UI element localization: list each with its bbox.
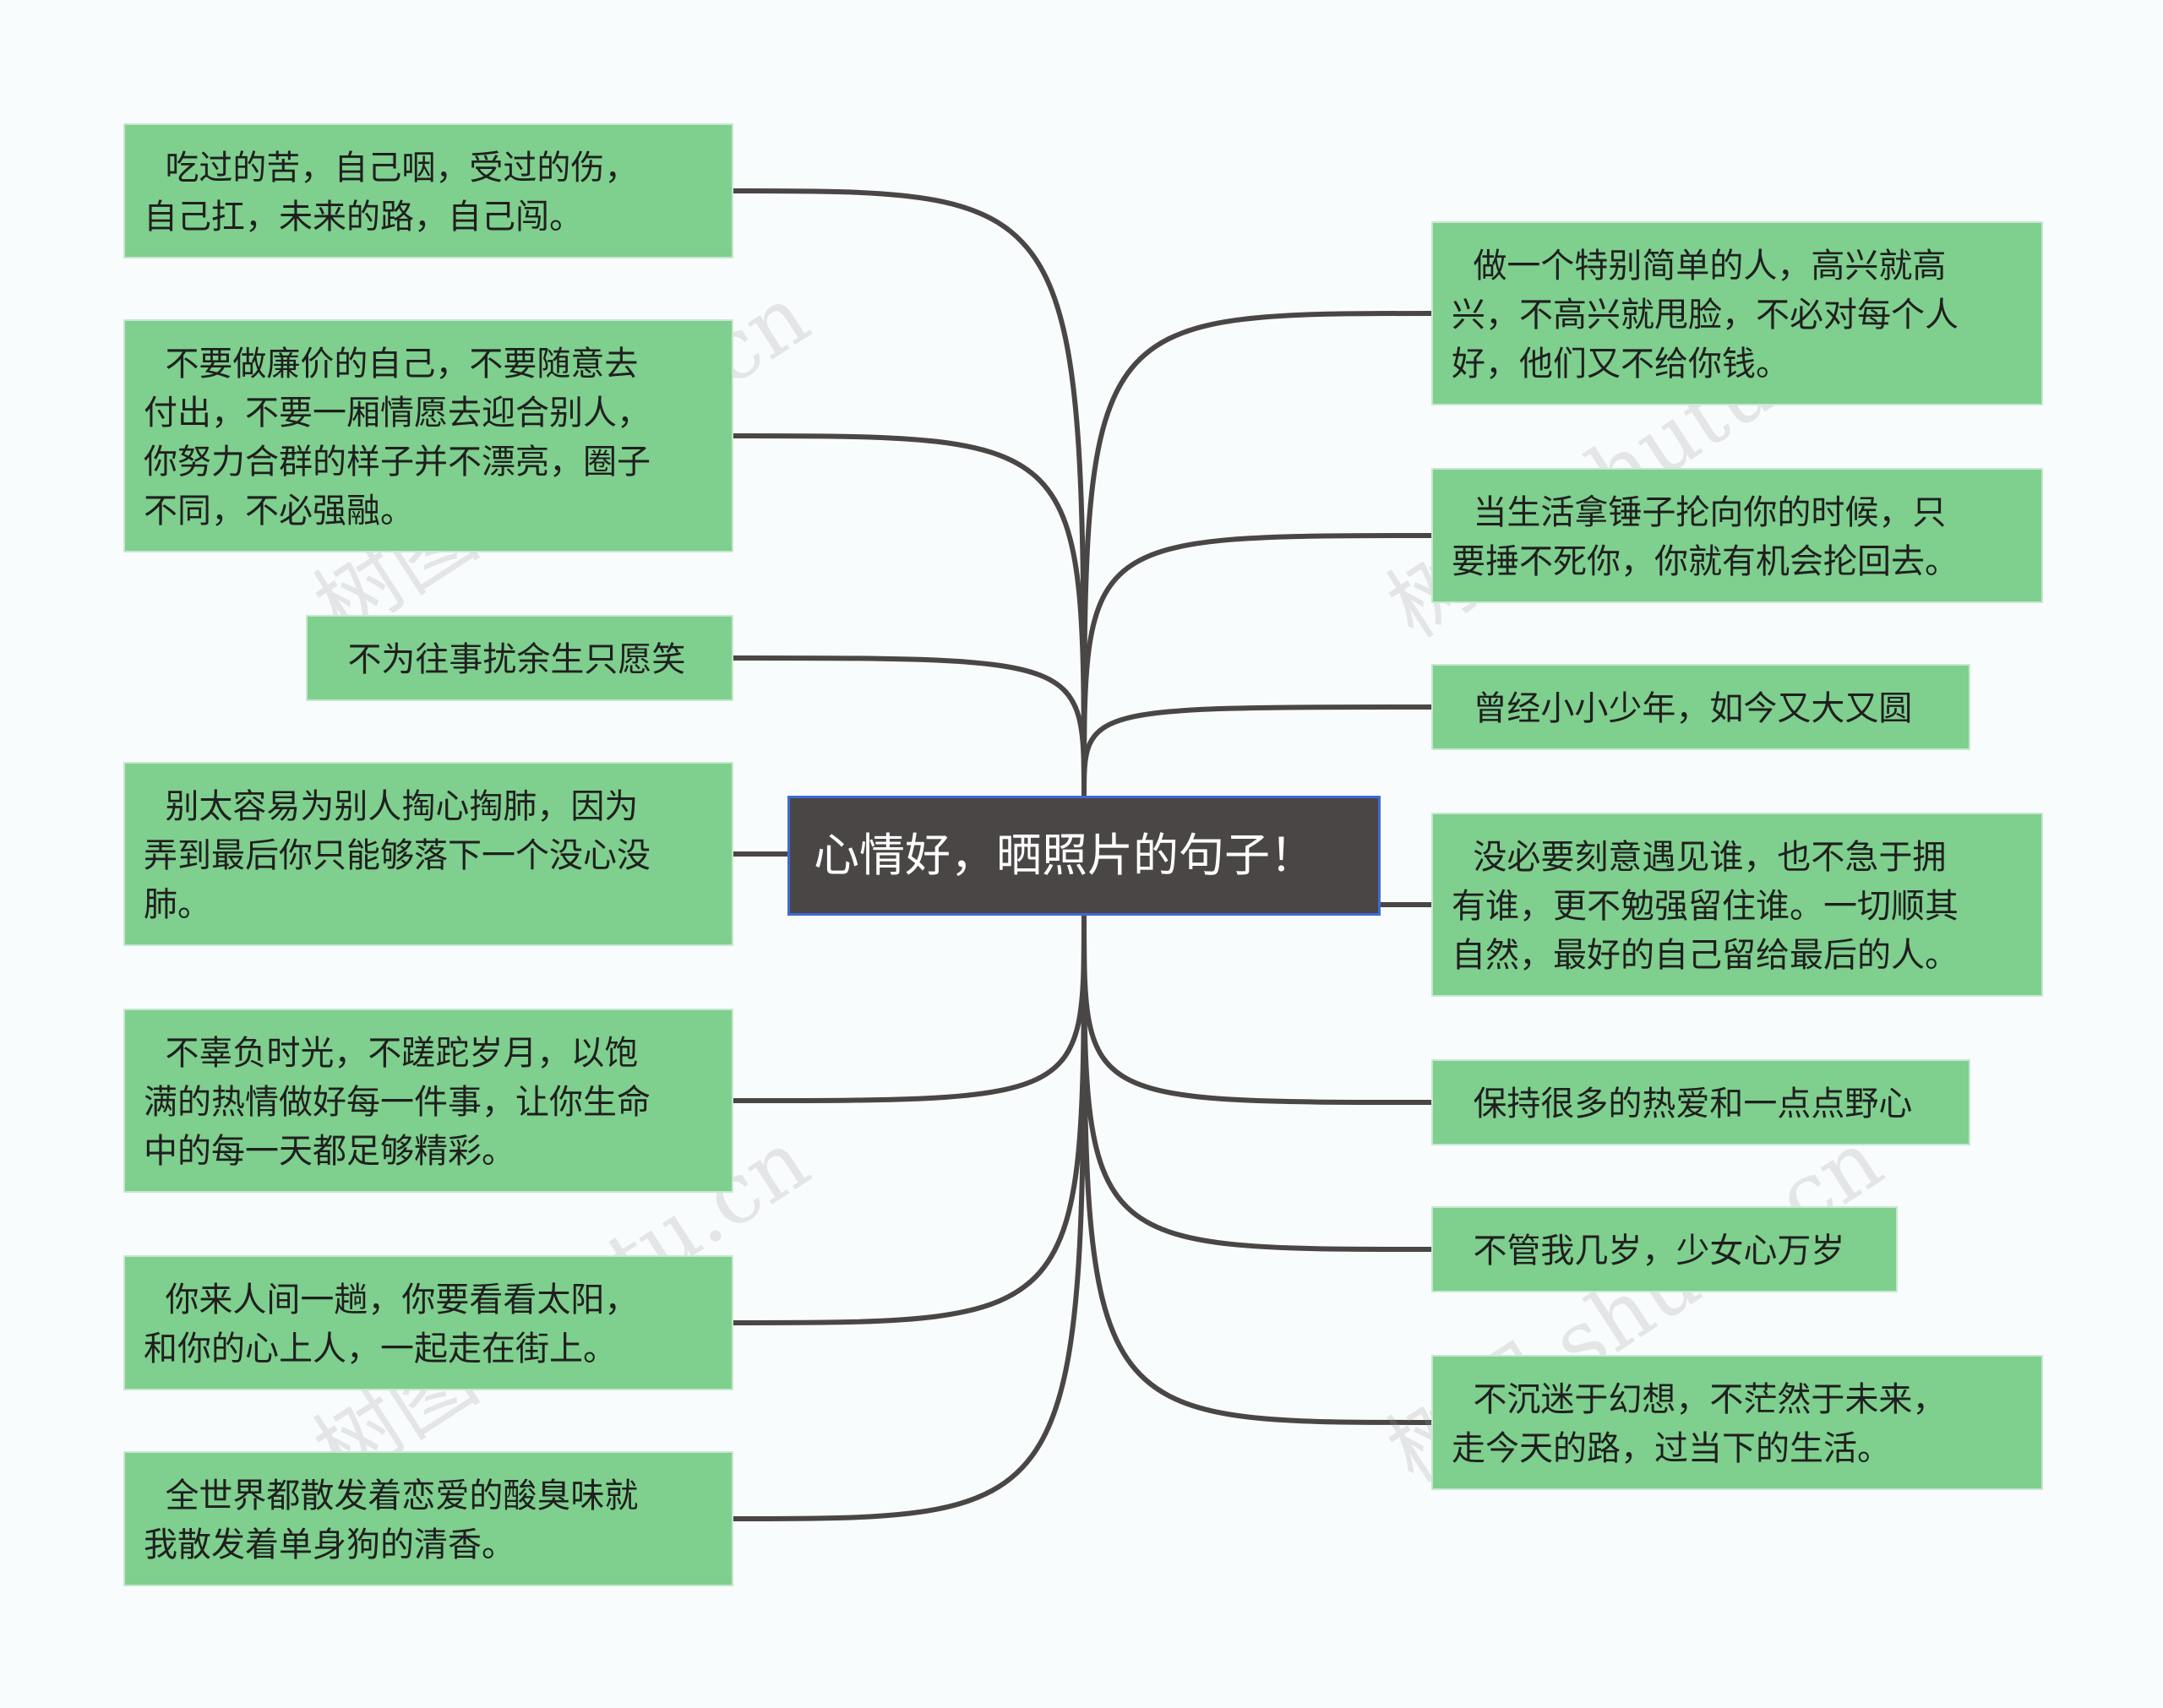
branch-node-left-3[interactable]: 不为往事扰余生只愿笑 <box>306 615 733 701</box>
branch-node-right-2[interactable]: 当生活拿锤子抡向你的时候，只 要捶不死你，你就有机会抡回去。 <box>1431 468 2043 603</box>
branch-node-left-7[interactable]: 全世界都散发着恋爱的酸臭味就 我散发着单身狗的清香。 <box>123 1451 733 1586</box>
connector-left-1 <box>731 188 1087 798</box>
connector-right-1 <box>1082 311 1434 798</box>
branch-node-left-4[interactable]: 别太容易为别人掏心掏肺，因为 弄到最后你只能够落下一个没心没 肺。 <box>123 762 733 946</box>
connector-left-3 <box>731 655 1087 798</box>
connector-right-5 <box>1082 913 1434 1105</box>
connector-left-5 <box>731 913 1087 1103</box>
connector-left-6 <box>731 913 1087 1325</box>
connector-right-2 <box>1082 533 1434 798</box>
branch-node-right-3[interactable]: 曾经小小少年，如今又大又圆 <box>1431 664 1970 750</box>
branch-node-right-4[interactable]: 没必要刻意遇见谁，也不急于拥 有谁，更不勉强留住谁。一切顺其 自然，最好的自己留… <box>1431 813 2043 997</box>
connector-right-7 <box>1082 913 1434 1425</box>
connector-right-3 <box>1082 704 1434 798</box>
root-topic-node[interactable]: 心情好，晒照片的句子！ <box>787 796 1381 916</box>
branch-node-right-6[interactable]: 不管我几岁，少女心万岁 <box>1431 1206 1898 1292</box>
branch-node-right-5[interactable]: 保持很多的热爱和一点点野心 <box>1431 1059 1970 1145</box>
connector-left-7 <box>731 913 1087 1521</box>
branch-node-left-2[interactable]: 不要做廉价的自己，不要随意去 付出，不要一厢情愿去迎合别人， 你努力合群的样子并… <box>123 319 733 552</box>
branch-node-left-1[interactable]: 吃过的苦，自己咽，受过的伤， 自己扛，未来的路，自己闯。 <box>123 123 733 258</box>
connector-left-2 <box>731 433 1087 798</box>
branch-node-right-1[interactable]: 做一个特别简单的人，高兴就高 兴，不高兴就甩脸，不必对每个人 好，他们又不给你钱… <box>1431 221 2043 405</box>
branch-node-left-6[interactable]: 你来人间一趟，你要看看太阳， 和你的心上人，一起走在街上。 <box>123 1255 733 1390</box>
branch-node-left-5[interactable]: 不辜负时光，不蹉跎岁月，以饱 满的热情做好每一件事，让你生命 中的每一天都足够精… <box>123 1009 733 1193</box>
branch-node-right-7[interactable]: 不沉迷于幻想，不茫然于未来， 走今天的路，过当下的生活。 <box>1431 1355 2043 1490</box>
